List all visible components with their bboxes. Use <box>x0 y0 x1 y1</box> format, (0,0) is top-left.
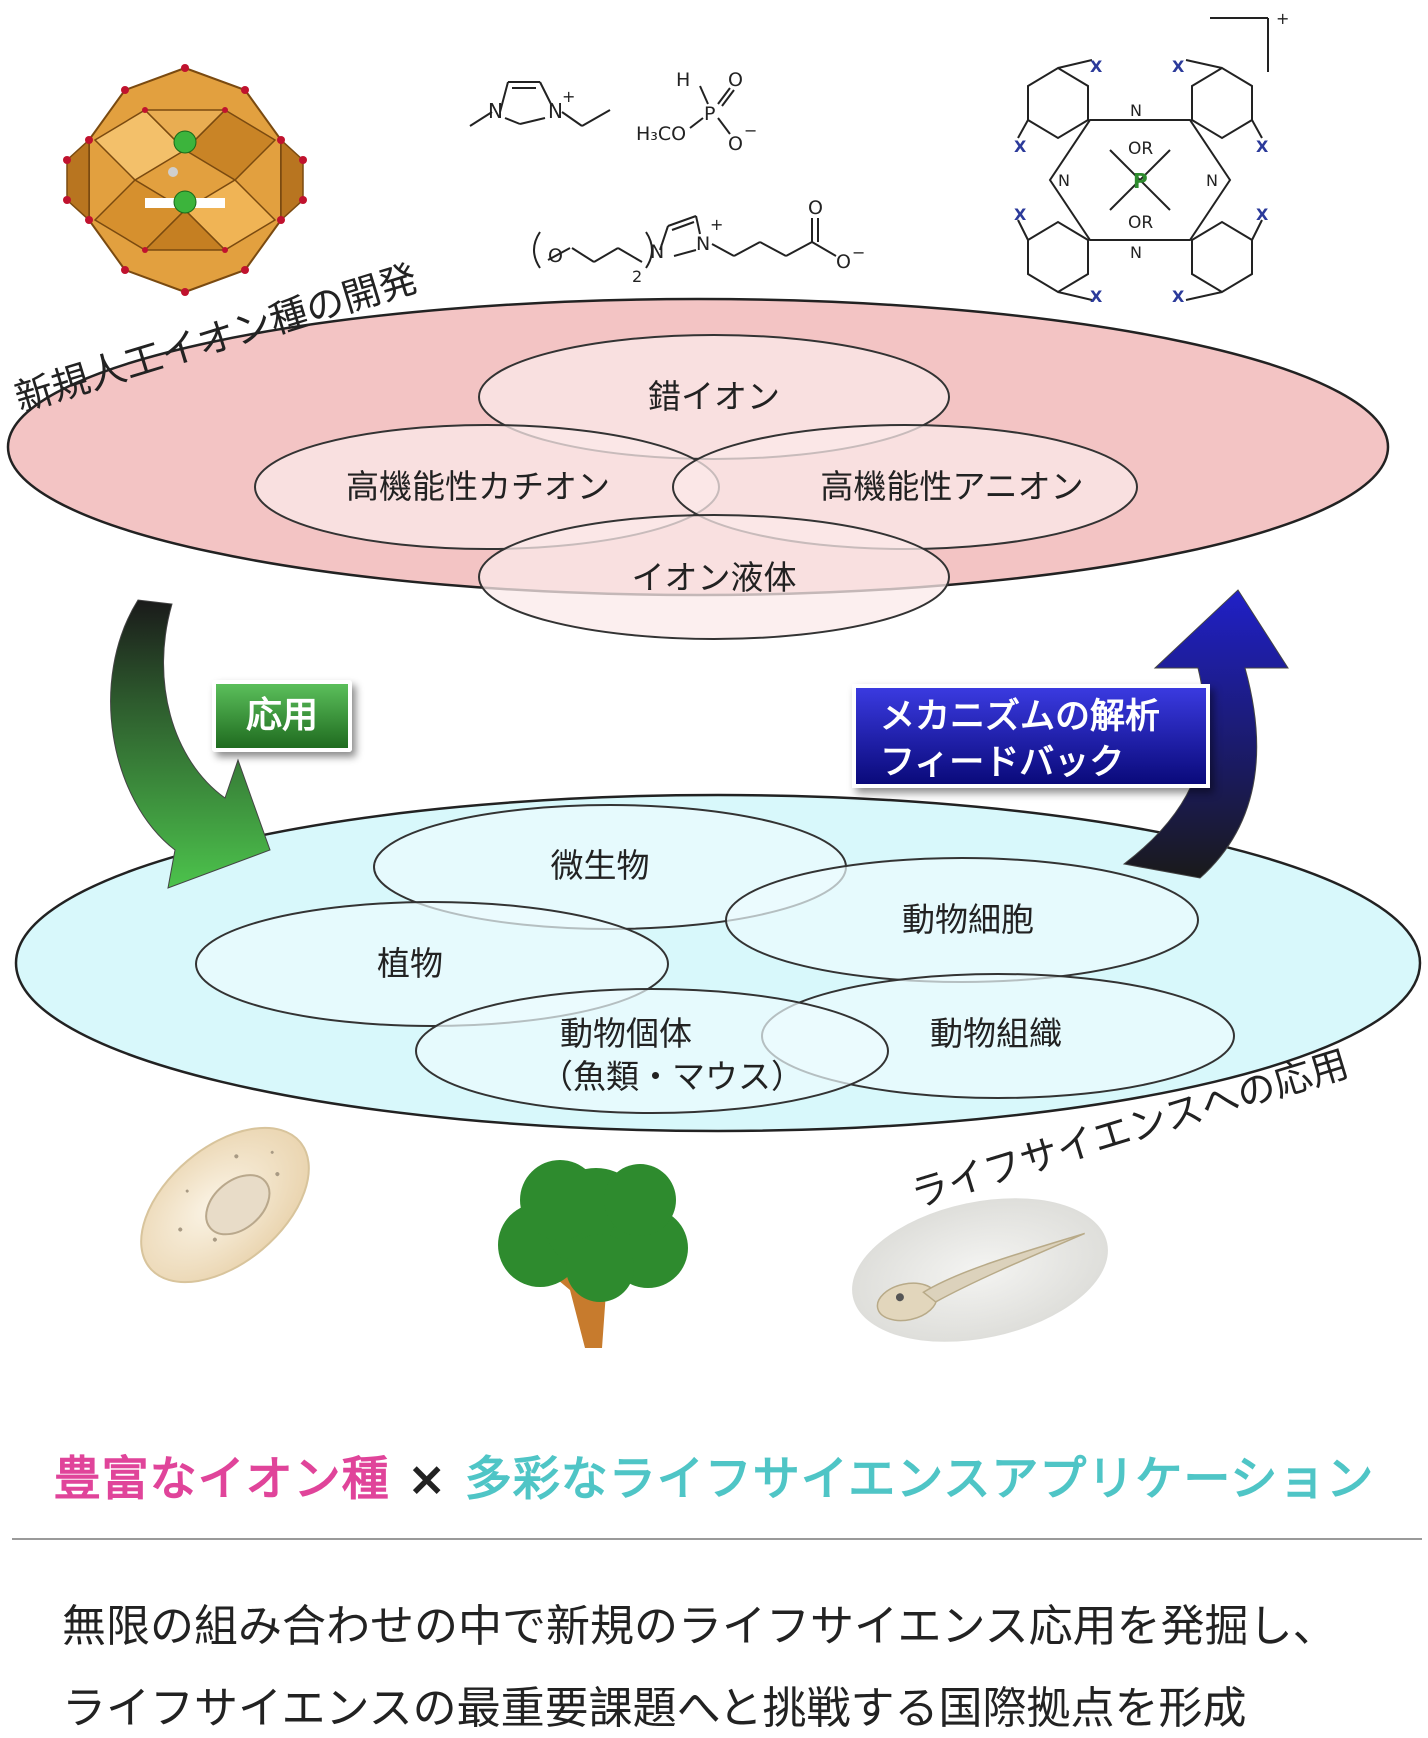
pc-x-8: X <box>1172 287 1185 306</box>
pc-n-bottom: N <box>1130 243 1142 262</box>
bottom-ellipse-organism <box>415 988 889 1114</box>
description-line2: ライフサイエンスの最重要課題へと挑戦する国際拠点を形成 <box>62 1683 1247 1734</box>
bottom-item-organism-line2: （魚類・マウス） <box>540 1057 804 1096</box>
cell-image <box>140 1126 310 1284</box>
pc-x-6: X <box>1256 205 1269 224</box>
tree-image <box>498 1160 688 1348</box>
pc-n-top: N <box>1130 101 1142 120</box>
apply-badge: 応用 <box>212 680 352 752</box>
anion1-p: P <box>704 103 715 125</box>
apply-arrow <box>110 599 271 889</box>
imidazolium-cation-structure <box>469 81 611 127</box>
bottom-item-animal-cell: 動物細胞 <box>902 900 1034 939</box>
top-ellipse-ionic-liquid <box>478 514 950 640</box>
zwitterion-cominus: O <box>836 251 851 273</box>
pc-n-left: N <box>1058 171 1070 190</box>
bottom-item-microbe: 微生物 <box>551 846 650 885</box>
cation1-n2: N <box>548 99 563 123</box>
pc-center-p: P <box>1133 169 1148 193</box>
bottom-item-animal-tissue: 動物組織 <box>930 1014 1062 1053</box>
zebrafish-image <box>852 1198 1108 1342</box>
heading-cross: × <box>406 1452 448 1507</box>
zwitterion-o: O <box>548 245 563 267</box>
heading-part1: 豊富なイオン種 <box>53 1452 390 1507</box>
description-line1: 無限の組み合わせの中で新規のライフサイエンス応用を発掘し、 <box>62 1601 1337 1652</box>
phosphonate-anion-structure <box>689 85 735 135</box>
top-item-cation: 高機能性カチオン <box>346 467 610 506</box>
pc-x-4: X <box>1256 137 1269 156</box>
phthalocyanine-structure <box>1017 17 1269 301</box>
pc-or1: OR <box>1128 139 1153 159</box>
feedback-badge: メカニズムの解析 フィードバック <box>852 684 1210 788</box>
top-item-complex-ion: 錯イオン <box>648 377 780 416</box>
pc-x-3: X <box>1014 137 1027 156</box>
pc-n-right: N <box>1206 171 1218 190</box>
summary-heading: 豊富なイオン種 × 多彩なライフサイエンスアプリケーション <box>0 1440 1428 1509</box>
bottom-item-plant: 植物 <box>377 944 443 983</box>
pc-charge: + <box>1276 9 1289 28</box>
top-item-ionic-liquid: イオン液体 <box>632 558 797 597</box>
pc-x-7: X <box>1090 287 1103 306</box>
pc-or2: OR <box>1128 213 1153 233</box>
polyoxometalate-cluster-image <box>63 64 307 296</box>
pc-x-2: X <box>1172 57 1185 76</box>
anion1-meo: H₃CO <box>636 123 686 145</box>
zwitterion-sub: 2 <box>632 267 642 286</box>
feedback-badge-line1: メカニズムの解析 <box>880 697 1161 737</box>
cation1-charge: + <box>562 87 575 106</box>
anion1-o1: O <box>728 69 743 91</box>
cation1-n1: N <box>488 99 503 123</box>
heading-part2: 多彩なライフサイエンスアプリケーション <box>464 1452 1375 1507</box>
anion1-h: H <box>676 69 690 91</box>
zwitterion-n2: N <box>696 233 710 255</box>
anion1-o2: O <box>728 133 743 155</box>
zwitterion-charge: + <box>710 215 723 234</box>
zwitterion-co: O <box>808 197 823 219</box>
zwitterion-n1: N <box>650 241 664 263</box>
zwitterion-cocharge: − <box>852 243 865 262</box>
divider <box>12 1538 1422 1540</box>
diagram-canvas: 錯イオン 高機能性カチオン 高機能性アニオン イオン液体 新規人工イオン種の開発… <box>6 9 1422 1348</box>
top-item-anion: 高機能性アニオン <box>820 467 1083 506</box>
feedback-badge-line2: フィードバック <box>880 743 1125 783</box>
pc-x-5: X <box>1014 205 1027 224</box>
zwitterion-structure <box>533 215 837 269</box>
apply-badge-label: 応用 <box>245 695 318 736</box>
anion1-charge: − <box>744 121 757 140</box>
bottom-item-organism-line1: 動物個体 <box>560 1014 692 1053</box>
pc-x-1: X <box>1090 57 1103 76</box>
